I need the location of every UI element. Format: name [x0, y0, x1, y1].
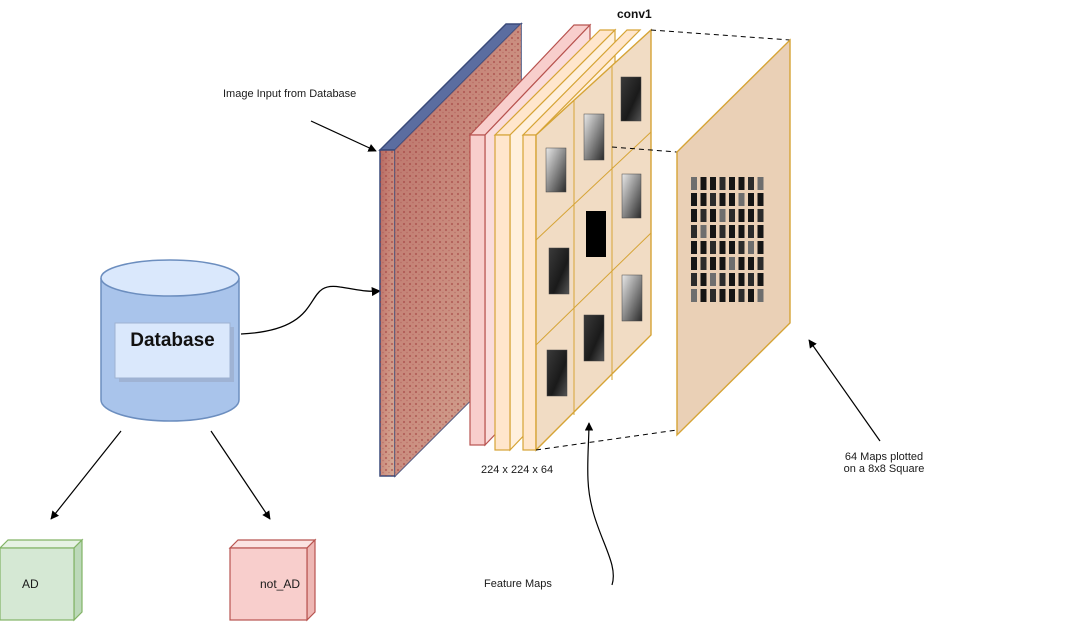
dims-label: 224 x 224 x 64: [481, 464, 554, 476]
map-cell: [738, 209, 745, 222]
map-cell: [729, 289, 735, 302]
map-cell: [738, 193, 745, 206]
map-cell: [710, 289, 716, 302]
map-cell: [700, 225, 707, 238]
map-cell: [710, 177, 716, 190]
map-cell: [710, 241, 716, 254]
map-cell: [710, 257, 716, 270]
map-cell: [729, 241, 735, 254]
map-cell: [691, 273, 697, 286]
map-cell: [757, 241, 764, 254]
map-cell: [719, 241, 726, 254]
map-cell: [757, 273, 764, 286]
map-cell: [719, 225, 726, 238]
map-cell: [729, 225, 735, 238]
map-cell: [691, 241, 697, 254]
maps-grid: [691, 177, 764, 302]
map-cell: [719, 193, 726, 206]
map-cell: [691, 209, 697, 222]
map-cell: [700, 273, 707, 286]
map-cell: [748, 241, 754, 254]
map-cell: [738, 241, 745, 254]
map-cell: [710, 273, 716, 286]
maps-caption-arrow: [808, 339, 881, 442]
map-cell: [729, 209, 735, 222]
map-cell: [738, 257, 745, 270]
map-cell: [691, 289, 697, 302]
maps-caption-line-2: on a 8x8 Square: [843, 463, 925, 475]
map-cell: [748, 257, 754, 270]
map-cell: [700, 193, 707, 206]
feature-maps-label: Feature Maps: [484, 578, 552, 590]
map-cell: [738, 273, 745, 286]
map-cell: [729, 177, 735, 190]
maps-8x8-panel: [676, 38, 791, 437]
map-cell: [757, 257, 764, 270]
class-box-ad: [0, 538, 84, 622]
maps-caption: 64 Maps plotted on a 8x8 Square: [836, 451, 932, 475]
map-cell: [719, 209, 726, 222]
arrow-to-ad: [50, 430, 122, 520]
image-input-label: Image Input from Database: [223, 88, 357, 100]
map-cell: [748, 273, 754, 286]
map-cell: [691, 225, 697, 238]
map-cell: [729, 257, 735, 270]
map-cell: [757, 193, 764, 206]
map-cell: [738, 177, 745, 190]
map-cell: [719, 289, 726, 302]
map-cell: [710, 209, 716, 222]
map-cell: [748, 289, 754, 302]
map-cell: [700, 177, 707, 190]
conv-layer-title: conv1: [617, 7, 652, 21]
map-cell: [729, 273, 735, 286]
map-cell: [719, 273, 726, 286]
class-box-not-ad: [228, 538, 317, 622]
projection-lines: [535, 29, 791, 451]
map-cell: [700, 257, 707, 270]
map-cell: [719, 177, 726, 190]
map-cell: [748, 177, 754, 190]
map-cell: [710, 193, 716, 206]
feature-map-panel: [535, 28, 652, 452]
map-cell: [748, 193, 754, 206]
conv-layer-tan-2: [521, 29, 642, 451]
map-cell: [710, 225, 716, 238]
map-cell: [729, 193, 735, 206]
map-cell: [757, 289, 764, 302]
map-cell: [719, 257, 726, 270]
map-cell: [691, 257, 697, 270]
image-input-arrow: [310, 120, 377, 152]
map-cell: [700, 209, 707, 222]
map-cell: [757, 209, 764, 222]
map-cell: [748, 209, 754, 222]
arrow-to-not-ad: [210, 430, 271, 520]
class-not-ad-label: not_AD: [260, 577, 301, 591]
map-cell: [748, 225, 754, 238]
database-label: Database: [130, 330, 215, 351]
map-cell: [691, 177, 697, 190]
map-cell: [700, 289, 707, 302]
map-cell: [700, 241, 707, 254]
feature-maps-arrow: [584, 422, 614, 586]
map-cell: [757, 177, 764, 190]
map-cell: [738, 225, 745, 238]
database-cylinder-icon: [100, 259, 240, 422]
map-cell: [691, 193, 697, 206]
map-cell: [738, 289, 745, 302]
db-to-image-connector: [240, 285, 381, 335]
map-cell: [757, 225, 764, 238]
class-ad-label: AD: [22, 577, 39, 591]
maps-caption-line-1: 64 Maps plotted: [844, 451, 924, 463]
